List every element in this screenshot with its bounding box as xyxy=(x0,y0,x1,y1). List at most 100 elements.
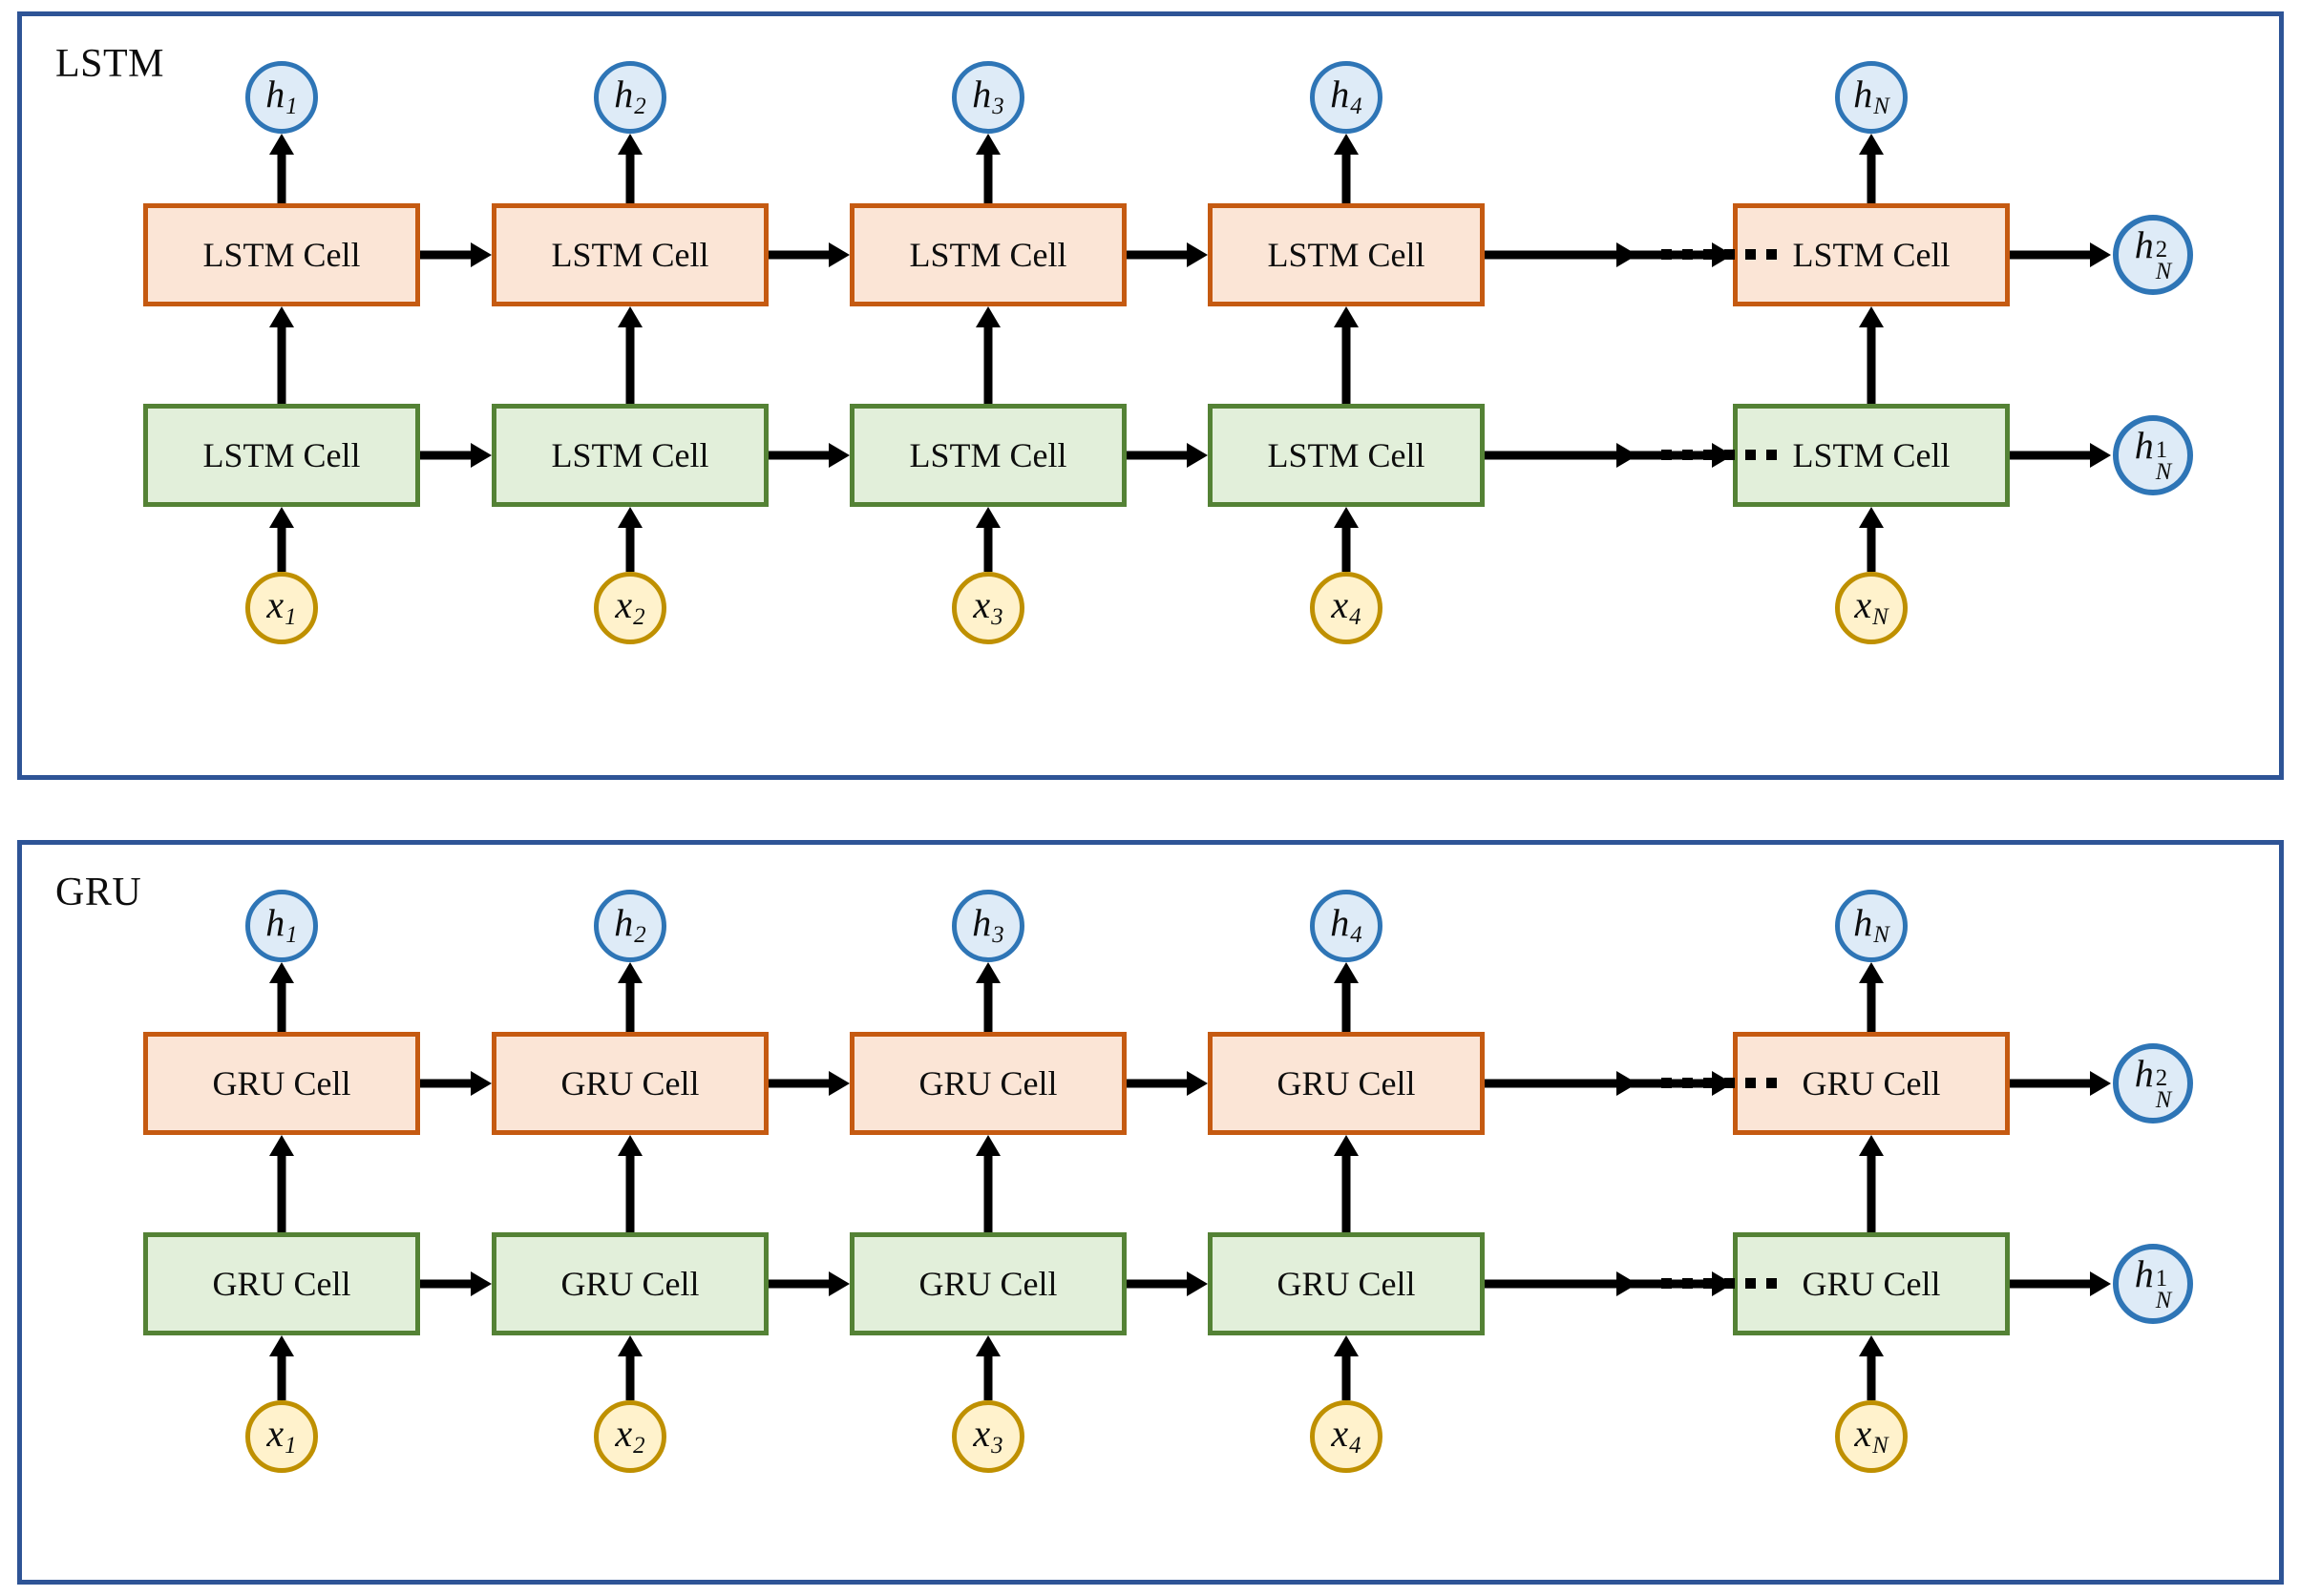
cell-layer2-lstm-3[interactable]: LSTM Cell xyxy=(850,203,1127,306)
arrow-layer1-to-layer2-gru-5 xyxy=(1856,1135,1887,1232)
arrow-shaft xyxy=(769,1079,834,1088)
arrow-shaft xyxy=(1341,322,1351,404)
arrow-shaft xyxy=(769,451,834,460)
cell-layer1-gru-5[interactable]: GRU Cell xyxy=(1733,1232,2010,1335)
cell-layer1-gru-4[interactable]: GRU Cell xyxy=(1208,1232,1485,1335)
hidden-state-gru-1-label: h1 xyxy=(265,900,298,949)
arrow-shaft xyxy=(2010,250,2096,260)
arrow-recurrent-layer1-lstm-1 xyxy=(420,440,492,471)
arrow-head-right xyxy=(471,443,492,468)
arrow-shaft xyxy=(1571,1079,1718,1088)
input-lstm-2-label: x2 xyxy=(615,582,645,631)
arrow-head-right xyxy=(1187,242,1208,267)
arrow-layer1-to-layer2-gru-1 xyxy=(266,1135,297,1232)
arrow-shaft xyxy=(2010,451,2096,460)
cell-layer2-lstm-1[interactable]: LSTM Cell xyxy=(143,203,420,306)
panel-title-lstm: LSTM xyxy=(55,42,165,86)
cell-layer2-gru-5[interactable]: GRU Cell xyxy=(1733,1032,2010,1135)
arrow-head-up xyxy=(618,306,643,327)
arrow-head-up xyxy=(976,1335,1001,1356)
arrow-head-right xyxy=(1712,242,1733,267)
arrow-recurrent-layer2-gru-3 xyxy=(1127,1068,1208,1099)
arrow-head-up xyxy=(618,134,643,155)
cell-layer1-gru-1[interactable]: GRU Cell xyxy=(143,1232,420,1335)
arrow-shaft xyxy=(769,250,834,260)
arrow-shaft xyxy=(1127,451,1192,460)
arrow-head-right xyxy=(1187,1071,1208,1096)
cell-layer1-gru-2[interactable]: GRU Cell xyxy=(492,1232,769,1335)
arrow-head-up xyxy=(618,962,643,983)
arrow-shaft xyxy=(983,1351,993,1400)
cell-layer2-label: LSTM Cell xyxy=(1792,236,1951,274)
cell-layer2-label: LSTM Cell xyxy=(551,236,709,274)
hidden-state-gru-3-label: h3 xyxy=(972,900,1004,949)
hidden-state-node-gru-3: h3 xyxy=(952,890,1024,962)
input-gru-3-label: x3 xyxy=(973,1411,1003,1460)
arrow-shaft xyxy=(1485,1079,1622,1088)
ellipsis-dot xyxy=(1766,1278,1777,1289)
cell-layer2-label: LSTM Cell xyxy=(1267,236,1425,274)
cell-layer1-lstm-5[interactable]: LSTM Cell xyxy=(1733,404,2010,507)
panel-lstm: LSTM xyxy=(17,11,2284,780)
arrow-head-up xyxy=(1859,134,1884,155)
arrow-head-right xyxy=(829,1271,850,1296)
arrow-head-up xyxy=(269,306,294,327)
input-gru-5-label: xN xyxy=(1854,1411,1889,1460)
arrow-shaft xyxy=(625,149,635,203)
arrow-head-right xyxy=(471,242,492,267)
arrow-head-up xyxy=(976,134,1001,155)
cell-layer2-lstm-5[interactable]: LSTM Cell xyxy=(1733,203,2010,306)
cell-layer2-label: LSTM Cell xyxy=(202,236,361,274)
cell-layer2-lstm-2[interactable]: LSTM Cell xyxy=(492,203,769,306)
cell-layer1-lstm-2[interactable]: LSTM Cell xyxy=(492,404,769,507)
arrow-recurrent-layer2-lstm-gap-right xyxy=(1571,240,1733,270)
cell-layer1-lstm-4[interactable]: LSTM Cell xyxy=(1208,404,1485,507)
cell-layer2-label: GRU Cell xyxy=(1802,1064,1941,1102)
input-node-lstm-3: x3 xyxy=(952,572,1024,644)
cell-layer2-gru-2[interactable]: GRU Cell xyxy=(492,1032,769,1135)
arrow-head-up xyxy=(618,507,643,528)
input-lstm-3-label: x3 xyxy=(973,582,1003,631)
arrow-recurrent-layer2-lstm-3 xyxy=(1127,240,1208,270)
ellipsis-dot xyxy=(1745,1278,1756,1289)
arrow-shaft xyxy=(983,149,993,203)
arrow-shaft xyxy=(625,322,635,404)
arrow-shaft xyxy=(1867,1150,1876,1232)
cell-layer2-gru-3[interactable]: GRU Cell xyxy=(850,1032,1127,1135)
arrow-shaft xyxy=(277,522,286,572)
cell-layer2-gru-1[interactable]: GRU Cell xyxy=(143,1032,420,1135)
arrow-head-up xyxy=(976,962,1001,983)
cell-layer2-label: GRU Cell xyxy=(918,1064,1058,1102)
arrow-head-right xyxy=(1712,1071,1733,1096)
input-node-gru-4: x4 xyxy=(1310,1400,1382,1473)
arrow-head-right xyxy=(829,1071,850,1096)
hidden-state-lstm-2-label: h2 xyxy=(614,72,646,120)
hidden-state-gru-2-label: h2 xyxy=(614,900,646,949)
cell-layer2-gru-4[interactable]: GRU Cell xyxy=(1208,1032,1485,1135)
cell-layer1-gru-3[interactable]: GRU Cell xyxy=(850,1232,1127,1335)
input-node-gru-2: x2 xyxy=(594,1400,666,1473)
input-node-gru-1: x1 xyxy=(245,1400,318,1473)
arrow-recurrent-layer1-lstm-2 xyxy=(769,440,850,471)
arrow-head-up xyxy=(618,1135,643,1156)
arrow-shaft xyxy=(625,977,635,1032)
arrow-final-layer2-lstm xyxy=(2010,240,2111,270)
arrow-shaft xyxy=(277,149,286,203)
arrow-head-up xyxy=(1859,1335,1884,1356)
arrow-shaft xyxy=(420,250,476,260)
input-node-gru-3: x3 xyxy=(952,1400,1024,1473)
cell-layer2-lstm-4[interactable]: LSTM Cell xyxy=(1208,203,1485,306)
arrow-recurrent-layer1-gru-1 xyxy=(420,1269,492,1299)
arrow-shaft xyxy=(983,322,993,404)
arrow-input-to-layer1-gru-3 xyxy=(973,1335,1003,1400)
cell-layer1-lstm-1[interactable]: LSTM Cell xyxy=(143,404,420,507)
arrow-layer1-to-layer2-gru-3 xyxy=(973,1135,1003,1232)
arrow-shaft xyxy=(277,322,286,404)
input-node-gru-5: xN xyxy=(1835,1400,1908,1473)
cell-layer1-lstm-3[interactable]: LSTM Cell xyxy=(850,404,1127,507)
arrow-head-right xyxy=(471,1271,492,1296)
arrow-input-to-layer1-gru-2 xyxy=(615,1335,645,1400)
hidden-state-gru-5-label: hN xyxy=(1853,900,1889,949)
